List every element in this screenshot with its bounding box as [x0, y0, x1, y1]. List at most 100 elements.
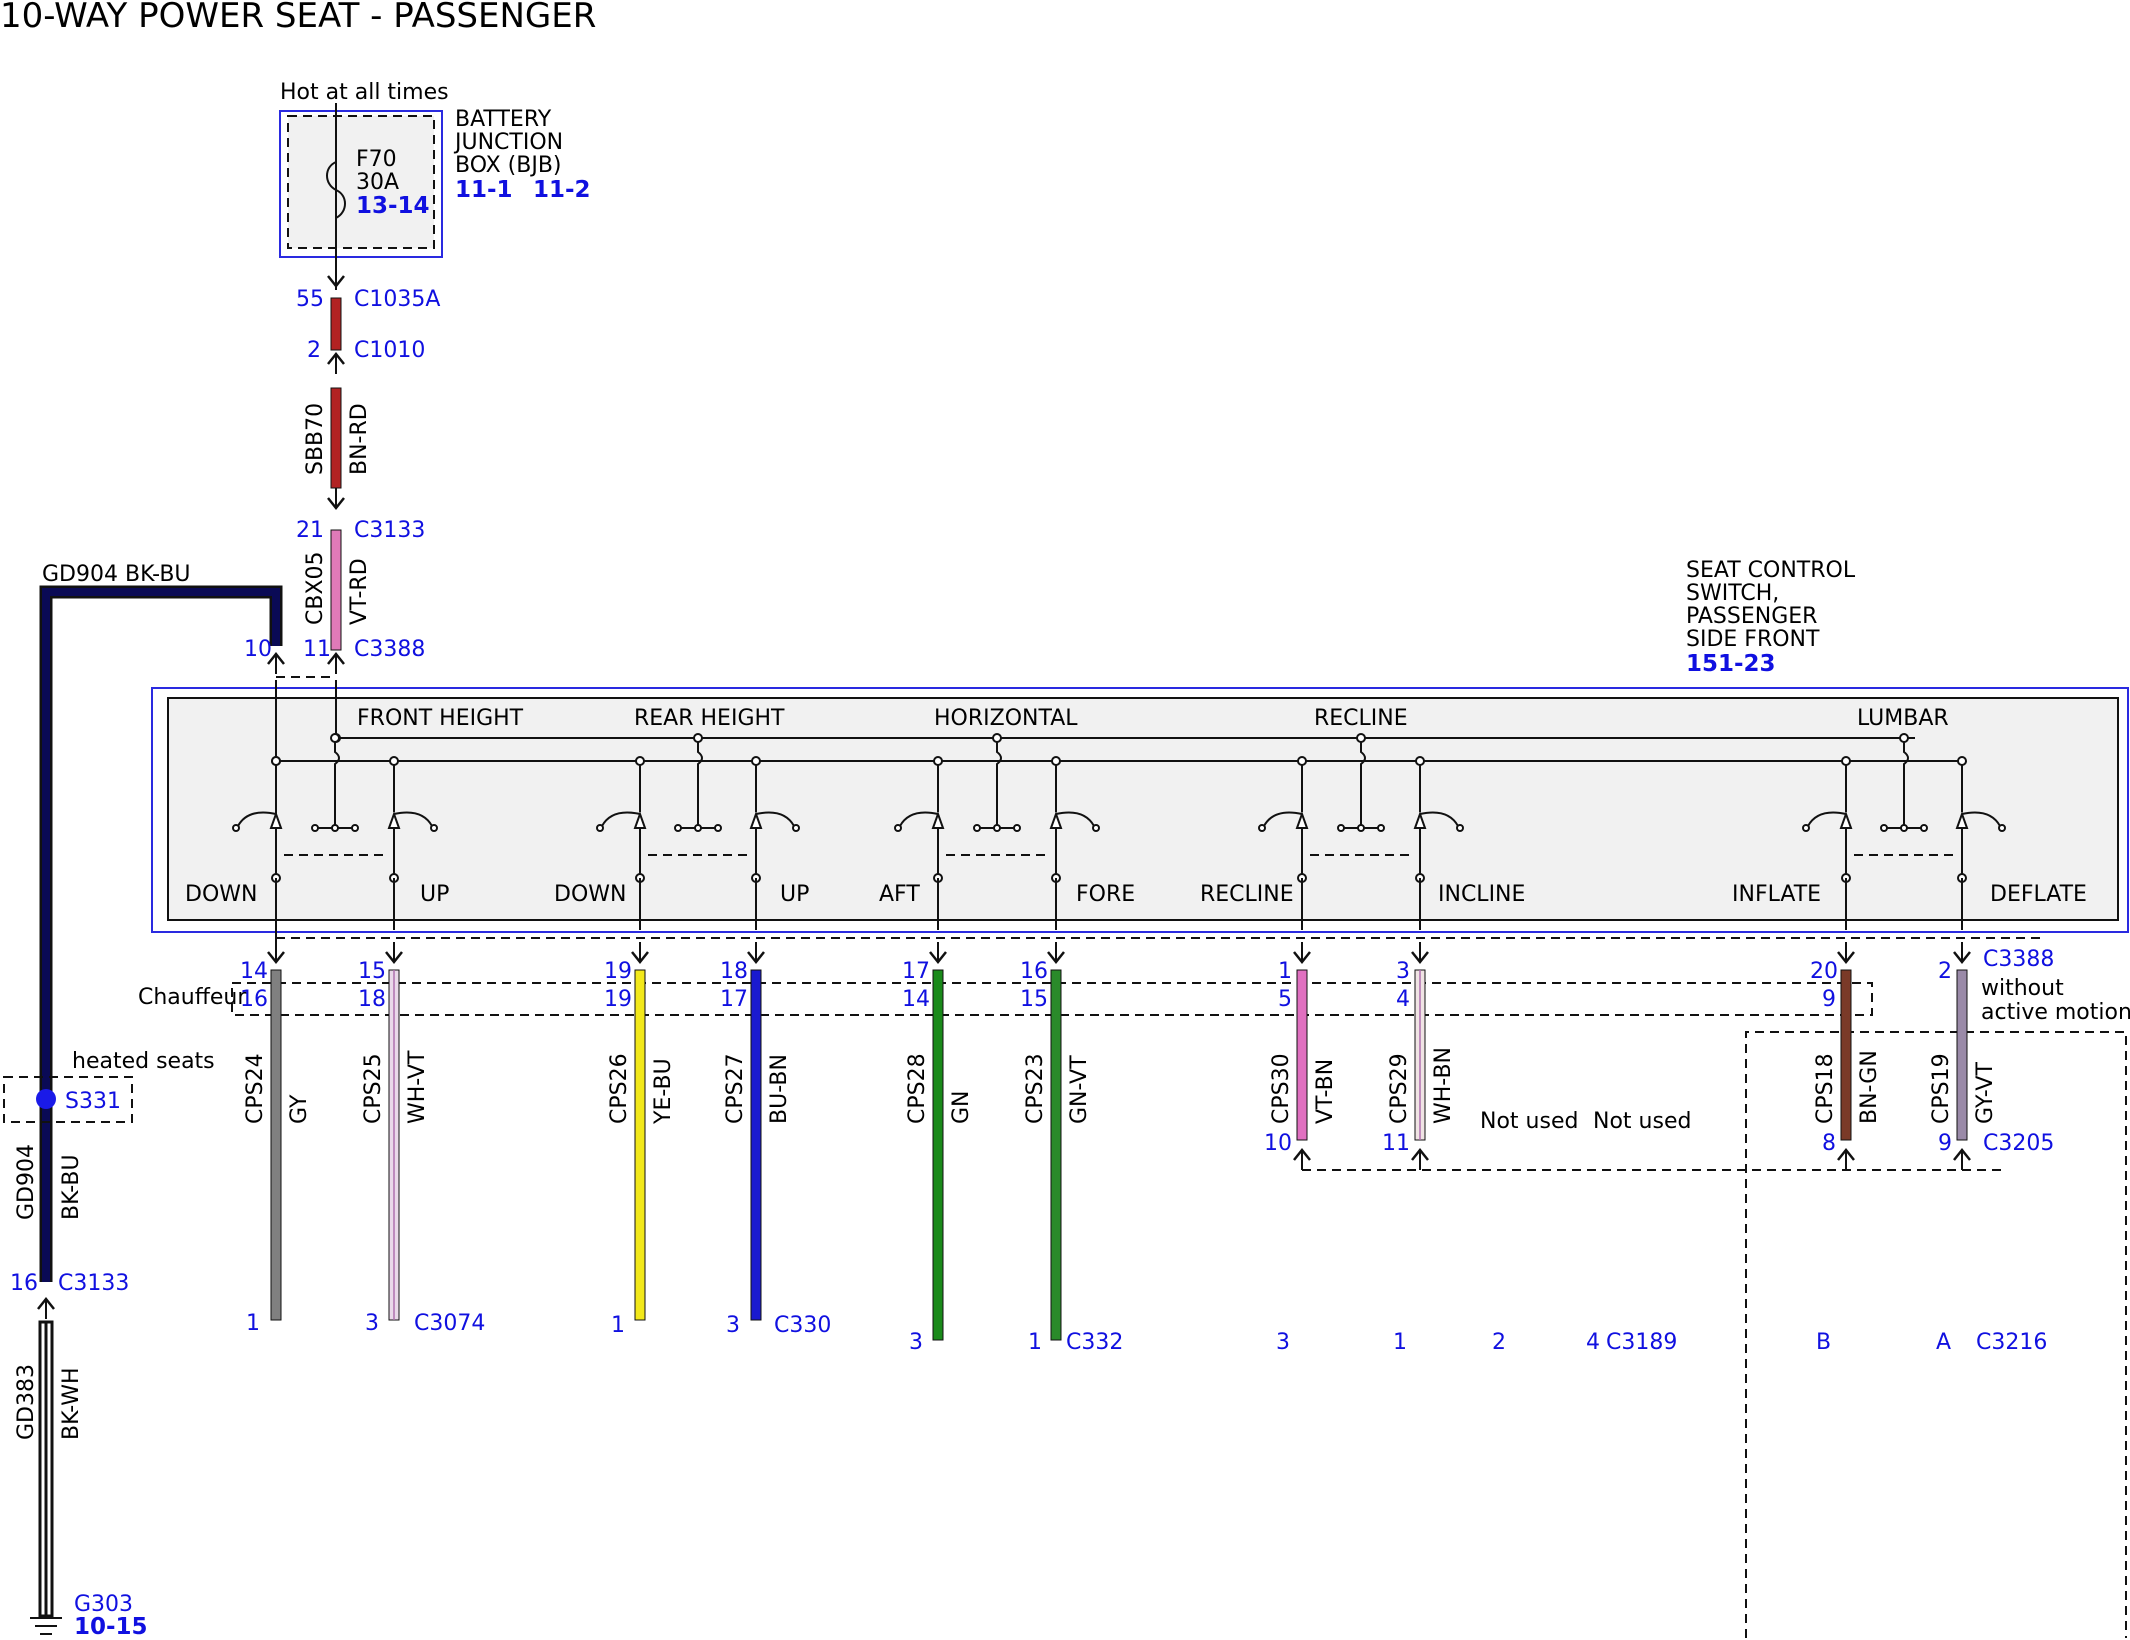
position-down-1: DOWN	[185, 882, 257, 907]
c3189-pin-1: 1	[1393, 1330, 1407, 1355]
switch-wire-pin: 18	[720, 959, 748, 984]
fuse-ref[interactable]: 13-14	[356, 193, 430, 219]
c3388-top-pin-10: 10	[244, 637, 272, 662]
bjb-ref-2[interactable]: 11-2	[533, 177, 591, 203]
wire-color-label: WH-VT	[405, 1050, 430, 1124]
c332-name: C332	[1066, 1330, 1123, 1355]
wire-c1035a-segment[interactable]	[330, 297, 342, 351]
switch-wire-chauffeur-pin: 14	[902, 987, 930, 1012]
c1010-pin: 2	[307, 338, 321, 363]
ground-ref[interactable]: 10-15	[74, 1614, 148, 1640]
section-rear-height: REAR HEIGHT	[634, 706, 785, 731]
wire-color-label: GY	[287, 1094, 312, 1124]
bjb-ref-1[interactable]: 11-1	[455, 177, 513, 203]
wire-circuit-label: CPS28	[905, 1053, 930, 1124]
wire-sbb70[interactable]	[330, 387, 342, 489]
c3189-pin-2: 2	[1492, 1330, 1506, 1355]
wire-circuit-label: CPS18	[1813, 1053, 1838, 1124]
switch-section-5[interactable]	[1802, 733, 2006, 930]
wire-color-label: VT-BN	[1313, 1059, 1338, 1124]
wire-color-label: GN	[949, 1090, 974, 1124]
splice-s331[interactable]	[36, 1089, 56, 1109]
c3388-top-name: C3388	[354, 637, 425, 662]
wire-gd904-color: BK-BU	[59, 1154, 84, 1220]
c3216-pin-b: B	[1816, 1330, 1831, 1355]
not-used-label-1: Not used	[1480, 1109, 1578, 1134]
switch-wire-chauffeur-pin: 15	[1020, 987, 1048, 1012]
wire-gd383-color: BK-WH	[59, 1367, 84, 1440]
switch-wire-pin: 16	[1020, 959, 1048, 984]
wire-circuit-label: CPS24	[243, 1053, 268, 1124]
switch-section-2[interactable]	[596, 733, 800, 930]
wire-cps27[interactable]	[750, 969, 762, 1321]
switch-name-line-2: SWITCH,	[1686, 581, 1779, 606]
switch-name-line-1: SEAT CONTROL	[1686, 558, 1856, 583]
ground-g303: G303	[74, 1592, 133, 1617]
position-deflate: DEFLATE	[1990, 882, 2087, 907]
wire-cps26[interactable]	[634, 969, 646, 1321]
switch-wire-pin: 19	[604, 959, 632, 984]
c3074-name: C3074	[414, 1311, 485, 1336]
wire-color-label: BU-BN	[767, 1054, 792, 1124]
wire-cps19[interactable]	[1956, 969, 1968, 1141]
c1035a-name: C1035A	[354, 287, 440, 312]
wire-circuit-label: CPS26	[607, 1053, 632, 1124]
switch-wire-pin: 2	[1938, 959, 1952, 984]
wire-cps23[interactable]	[1050, 969, 1062, 1341]
not-used-label-2: Not used	[1593, 1109, 1691, 1134]
fuse-name: F70	[356, 147, 397, 172]
wire-cps30[interactable]	[1296, 969, 1308, 1141]
section-lumbar: LUMBAR	[1857, 706, 1949, 731]
switch-section-4[interactable]	[1258, 733, 1464, 930]
wire-circuit-label: CPS25	[361, 1053, 386, 1124]
switch-wire-pin: 15	[358, 959, 386, 984]
wire-circuit-label: CPS29	[1387, 1053, 1412, 1124]
switch-wire-chauffeur-pin: 5	[1278, 987, 1292, 1012]
section-recline: RECLINE	[1314, 706, 1408, 731]
c332-pin-3: 3	[909, 1330, 923, 1355]
wire-sbb70-circuit: SBB70	[303, 403, 328, 475]
switch-wire-lower-pin: 11	[1382, 1131, 1410, 1156]
wire-cps24[interactable]	[270, 969, 282, 1321]
wire-circuit-label: CPS19	[1929, 1053, 1954, 1124]
c3216-name: C3216	[1976, 1330, 2047, 1355]
fuse-rating: 30A	[356, 170, 399, 195]
wire-circuit-label: CPS30	[1269, 1053, 1294, 1124]
wire-cps28[interactable]	[932, 969, 944, 1341]
wire-color-label: WH-BN	[1431, 1047, 1456, 1124]
switch-section-3[interactable]	[894, 733, 1100, 930]
switch-wire-lower-pin: 8	[1822, 1131, 1836, 1156]
c3189-pin-4: 4	[1586, 1330, 1600, 1355]
wire-gd383-circuit: GD383	[14, 1364, 39, 1440]
wire-cbx05[interactable]	[330, 529, 342, 651]
switch-wire-lower-pin: 9	[1938, 1131, 1952, 1156]
wire-circuit-label: CPS27	[723, 1053, 748, 1124]
c332-pin-1: 1	[1028, 1330, 1042, 1355]
switch-wire-pin: 17	[902, 959, 930, 984]
wire-sbb70-color: BN-RD	[347, 403, 372, 475]
wire-color-label: BN-GN	[1857, 1050, 1882, 1124]
switch-wire-chauffeur-pin: 17	[720, 987, 748, 1012]
ground-symbol-icon	[30, 1617, 62, 1635]
switch-wire-pin: 20	[1810, 959, 1838, 984]
c3189-name: C3189	[1606, 1330, 1677, 1355]
fuse-icon	[326, 161, 346, 219]
position-incline: INCLINE	[1438, 882, 1525, 907]
position-up-2: UP	[780, 882, 809, 907]
c3189-pin-3: 3	[1276, 1330, 1290, 1355]
switch-ref[interactable]: 151-23	[1686, 651, 1776, 677]
switch-section-1[interactable]	[232, 733, 438, 930]
wire-color-label: YE-BU	[651, 1058, 676, 1125]
c330-pin-3: 3	[726, 1313, 740, 1338]
c1010-name: C1010	[354, 338, 425, 363]
position-inflate: INFLATE	[1732, 882, 1821, 907]
wire-cps18[interactable]	[1840, 969, 1852, 1141]
